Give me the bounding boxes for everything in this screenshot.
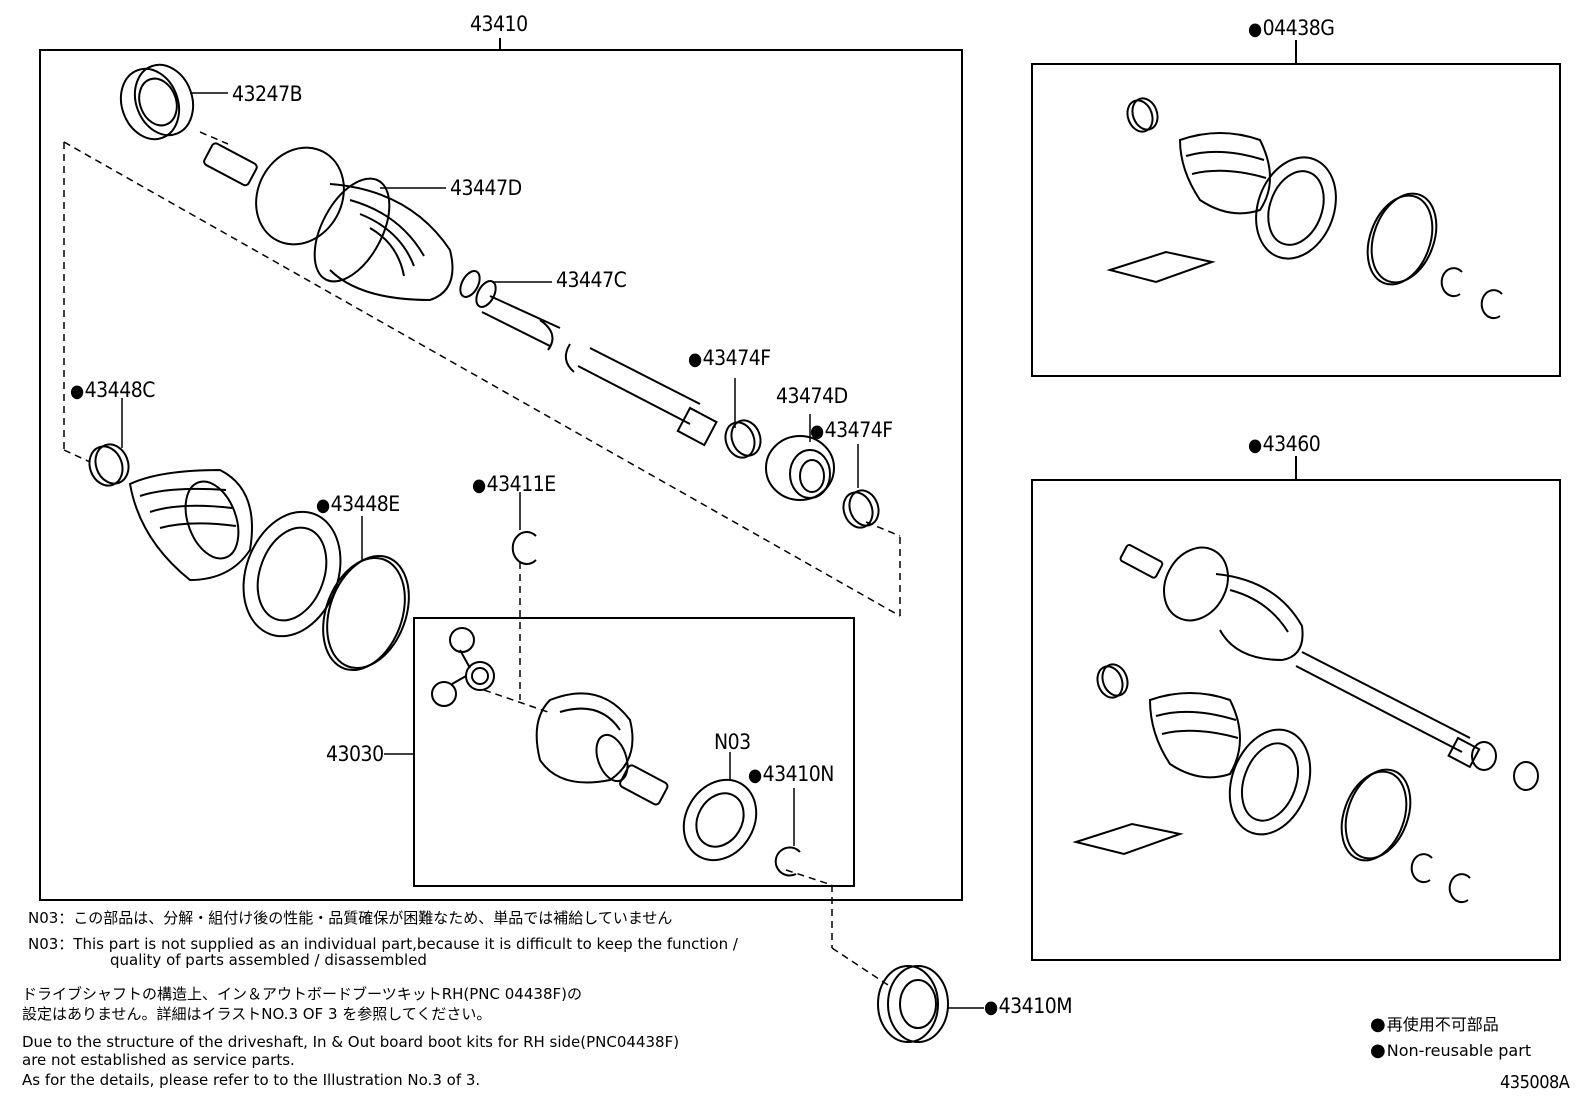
note-n03-en-2: quality of parts assembled / disassemble… bbox=[110, 951, 427, 969]
snap-ring-43410n bbox=[774, 846, 801, 877]
clamp-43448e bbox=[322, 554, 410, 672]
damper-43474d bbox=[765, 435, 835, 501]
inboard-joint-housing bbox=[535, 692, 669, 806]
label-43448e: 43448E bbox=[316, 494, 401, 515]
note-en-3: As for the details, please refer to to t… bbox=[22, 1071, 481, 1089]
label-leaders bbox=[121, 92, 984, 1009]
label-43447d: 43447D bbox=[450, 176, 522, 200]
clamp-43448c bbox=[88, 443, 130, 487]
label-43030: 43030 bbox=[326, 742, 384, 766]
label-43410m: 43410M bbox=[984, 996, 1073, 1017]
dust-cover-43247b bbox=[119, 63, 195, 141]
frame-boot-kit-rh bbox=[1031, 63, 1561, 377]
assembly-rh-parts bbox=[1072, 544, 1539, 904]
label-43411e: 43411E bbox=[472, 474, 557, 495]
note-ja-2: 設定はありません。詳細はイラストNO.3 OF 3 を参照してください。 bbox=[22, 1005, 492, 1023]
bearing-43410m bbox=[877, 965, 949, 1043]
drive-shaft bbox=[481, 295, 718, 447]
seal-n03 bbox=[682, 778, 758, 862]
note-ja-1: ドライブシャフトの構造上、イン＆アウトボードブーツキットRH(PNC 04438… bbox=[22, 985, 582, 1003]
label-43448c: 43448C bbox=[70, 380, 156, 401]
label-43410n: 43410N bbox=[748, 764, 835, 785]
outboard-joint-boot bbox=[203, 142, 497, 308]
note-n03-en-1: N03：This part is not supplied as an indi… bbox=[28, 935, 738, 953]
frame-assembly-rh bbox=[1031, 479, 1561, 961]
label-43474f-upper: 43474F bbox=[688, 348, 771, 369]
figure-id: 435008A bbox=[1500, 1072, 1570, 1093]
snap-ring-43411e bbox=[511, 531, 537, 565]
label-04438g: 04438G bbox=[1248, 18, 1335, 39]
note-en-2: are not established as service parts. bbox=[22, 1051, 295, 1069]
note-n03-ja: N03：この部品は、分解・組付け後の性能・品質確保が困難なため、単品では補給して… bbox=[28, 909, 673, 927]
dashed-guide-lines bbox=[63, 131, 901, 986]
label-43247b: 43247B bbox=[232, 82, 303, 106]
tripod-joint bbox=[431, 627, 495, 707]
ring-43474f-lower bbox=[842, 489, 880, 529]
label-43410: 43410 bbox=[470, 12, 528, 36]
legend-en: Non-reusable part bbox=[1370, 1042, 1531, 1059]
label-43460: 43460 bbox=[1248, 434, 1321, 455]
legend-en-text: Non-reusable part bbox=[1386, 1041, 1532, 1060]
label-43474d: 43474D bbox=[776, 384, 848, 408]
boot-kit-rh-parts bbox=[1106, 97, 1503, 320]
note-en-1: Due to the structure of the driveshaft, … bbox=[22, 1033, 680, 1051]
label-43474f-lower: 43474F bbox=[810, 420, 893, 441]
label-n03: N03 bbox=[714, 730, 751, 754]
frame-inboard-joint bbox=[413, 617, 855, 887]
legend-ja-text: 再使用不可部品 bbox=[1386, 1015, 1499, 1034]
legend-ja: 再使用不可部品 bbox=[1370, 1016, 1499, 1033]
inboard-housing-ring bbox=[242, 510, 342, 638]
inboard-boot bbox=[128, 468, 253, 582]
ring-43474f-upper bbox=[724, 419, 762, 459]
label-43447c: 43447C bbox=[556, 268, 627, 292]
